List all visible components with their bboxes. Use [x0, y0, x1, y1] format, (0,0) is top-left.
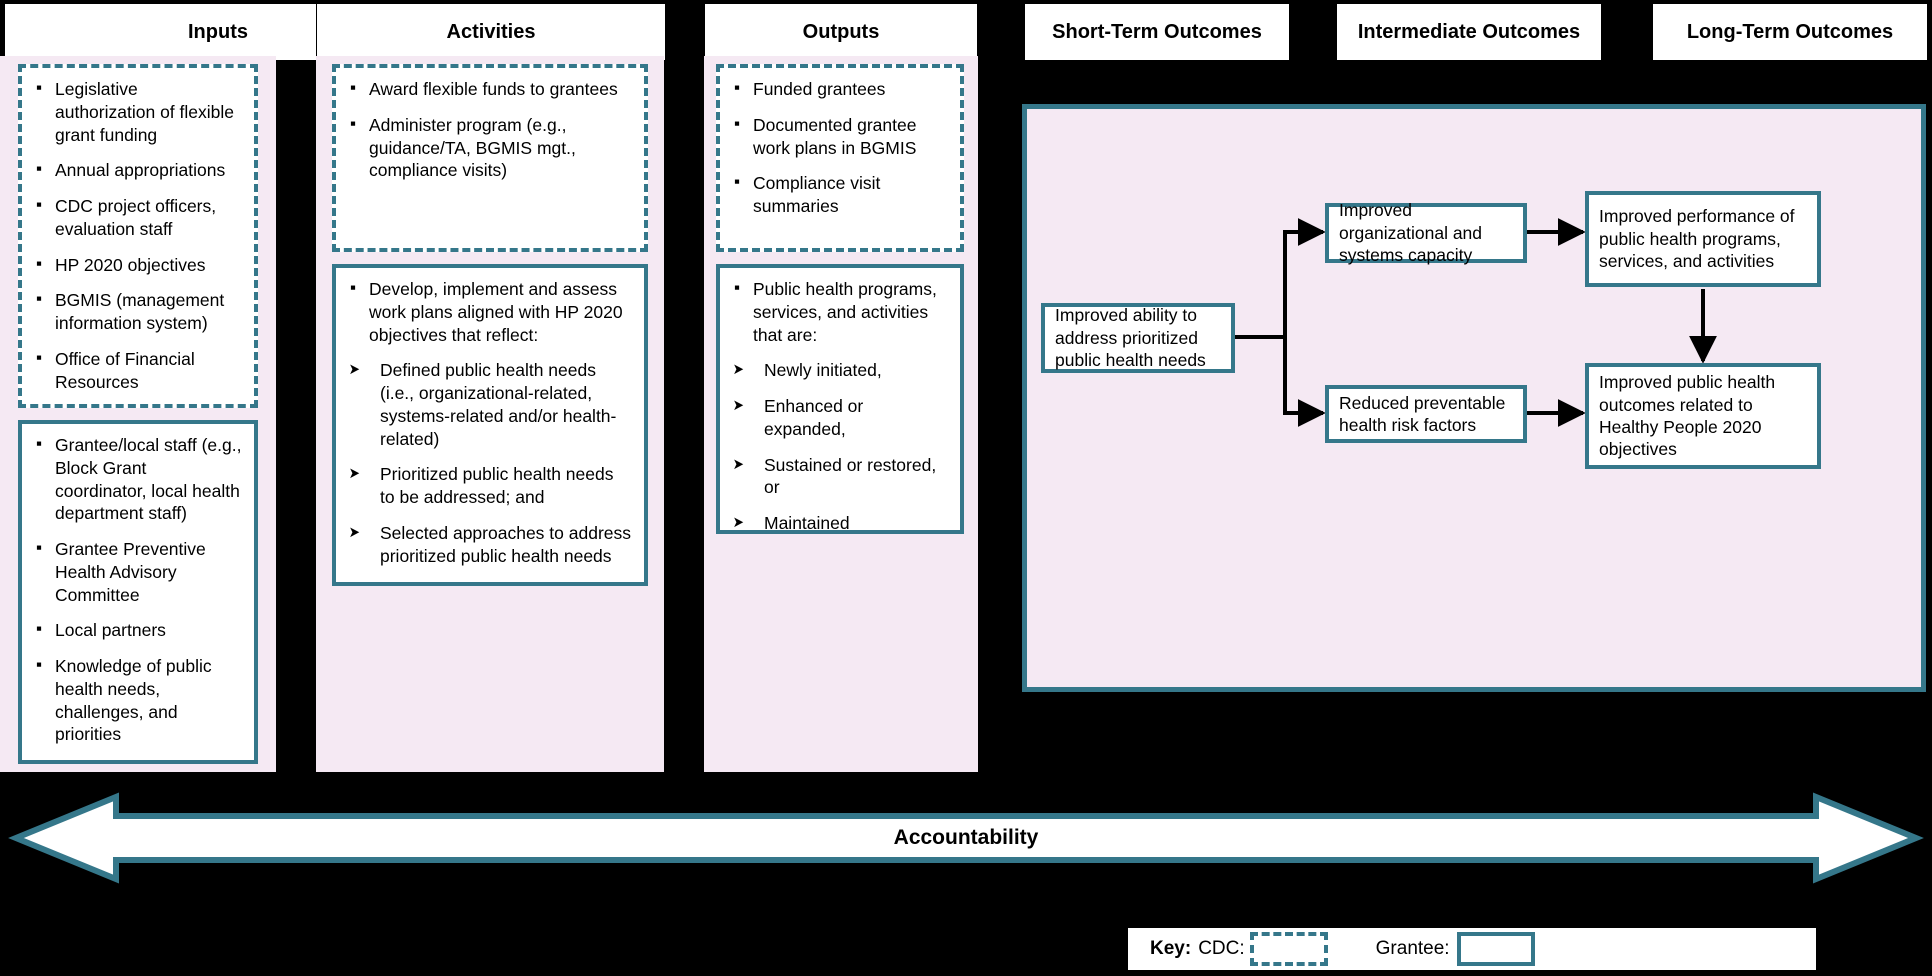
list-item: Selected approaches to address prioritiz…	[346, 522, 632, 568]
outcome-node-reduced-risk-factors-label: Reduced preventable health risk factors	[1339, 392, 1506, 435]
column-panel-inputs: Legislative authorization of flexible gr…	[0, 56, 276, 772]
list-item: BGMIS (management information system)	[32, 288, 242, 335]
outcome-node-reduced-risk-factors[interactable]: Reduced preventable health risk factors	[1325, 385, 1527, 443]
column-header-intermediate-outcomes-label: Intermediate Outcomes	[1357, 20, 1581, 43]
inputs-grantee-box: Grantee/local staff (e.g., Block Grant c…	[18, 420, 258, 764]
accountability-arrow-shape	[8, 792, 1924, 884]
flow-ability-to-reduced-risk	[1283, 337, 1326, 427]
key-cdc-label: CDC:	[1198, 938, 1245, 959]
list-item: Grantee Preventive Health Advisory Commi…	[32, 537, 242, 606]
column-panel-outputs: Funded grantees Documented grantee work …	[704, 56, 978, 772]
outcome-node-improved-performance-label: Improved performance of public health pr…	[1599, 206, 1795, 272]
outcome-node-improved-performance[interactable]: Improved performance of public health pr…	[1585, 191, 1821, 287]
outputs-cdc-box: Funded grantees Documented grantee work …	[716, 64, 964, 252]
list-item: Knowledge of public health needs, challe…	[32, 654, 242, 746]
outputs-grantee-box: Public health programs, services, and ac…	[716, 264, 964, 534]
list-item: CDC project officers, evaluation staff	[32, 194, 242, 241]
inputs-cdc-list: Legislative authorization of flexible gr…	[32, 77, 242, 394]
list-item: Award flexible funds to grantees	[346, 77, 632, 101]
column-header-outputs-label: Outputs	[802, 20, 880, 43]
list-item: Annual appropriations	[32, 158, 242, 182]
column-header-activities: Activities	[316, 3, 666, 61]
list-item: Prioritized public health needs to be ad…	[346, 463, 632, 509]
column-header-long-term-outcomes-label: Long-Term Outcomes	[1686, 20, 1894, 43]
activities-grantee-list: Develop, implement and assess work plans…	[346, 277, 632, 568]
outcome-node-improved-ability-label: Improved ability to address prioritized …	[1055, 305, 1206, 371]
list-item: Compliance visit summaries	[730, 171, 948, 218]
activities-cdc-list: Award flexible funds to grantees Adminis…	[346, 77, 632, 182]
key-grantee-swatch	[1456, 932, 1535, 966]
accountability-arrow: Accountability	[8, 786, 1924, 890]
list-item: Develop, implement and assess work plans…	[346, 277, 632, 346]
activities-cdc-box: Award flexible funds to grantees Adminis…	[332, 64, 648, 252]
key-title: Key:	[1150, 938, 1192, 959]
column-header-intermediate-outcomes: Intermediate Outcomes	[1336, 3, 1602, 61]
inputs-grantee-list: Grantee/local staff (e.g., Block Grant c…	[32, 433, 242, 746]
outcomes-panel: Improved ability to address prioritized …	[1022, 104, 1926, 692]
column-header-short-term-outcomes-label: Short-Term Outcomes	[1052, 20, 1262, 43]
column-header-outputs: Outputs	[704, 3, 978, 61]
list-item: Office of Financial Resources	[32, 347, 242, 394]
column-header-long-term-outcomes: Long-Term Outcomes	[1652, 3, 1928, 61]
list-item: Grantee/local staff (e.g., Block Grant c…	[32, 433, 242, 525]
inputs-cdc-box: Legislative authorization of flexible gr…	[18, 64, 258, 408]
list-item: Defined public health needs (i.e., organ…	[346, 359, 632, 450]
list-item: Enhanced or expanded,	[730, 395, 948, 441]
list-item: Documented grantee work plans in BGMIS	[730, 113, 948, 160]
outcome-node-improved-ph-outcomes-label: Improved public health outcomes related …	[1599, 372, 1776, 460]
outputs-grantee-list: Public health programs, services, and ac…	[730, 277, 948, 535]
activities-grantee-box: Develop, implement and assess work plans…	[332, 264, 648, 586]
outcome-node-improved-ph-outcomes[interactable]: Improved public health outcomes related …	[1585, 363, 1821, 469]
list-item: Funded grantees	[730, 77, 948, 101]
accountability-label: Accountability	[893, 826, 1039, 849]
column-header-short-term-outcomes: Short-Term Outcomes	[1024, 3, 1290, 61]
flow-ability-to-org-capacity	[1235, 218, 1326, 339]
column-header-inputs-label: Inputs	[188, 20, 248, 43]
list-item: Maintained	[730, 512, 948, 535]
list-item: Public health programs, services, and ac…	[730, 277, 948, 346]
outcome-node-improved-org-capacity-label: Improved organizational and systems capa…	[1339, 200, 1483, 266]
list-item: HP 2020 objectives	[32, 253, 242, 277]
key-cdc-swatch	[1249, 932, 1328, 966]
key-legend: Key: CDC: Grantee:	[1128, 928, 1816, 970]
list-item: Administer program (e.g., guidance/TA, B…	[346, 113, 632, 182]
outcome-node-improved-org-capacity[interactable]: Improved organizational and systems capa…	[1325, 200, 1527, 265]
list-item: Legislative authorization of flexible gr…	[32, 77, 242, 146]
outputs-cdc-list: Funded grantees Documented grantee work …	[730, 77, 948, 218]
outcome-node-improved-ability[interactable]: Improved ability to address prioritized …	[1041, 303, 1235, 373]
list-item: Sustained or restored, or	[730, 454, 948, 500]
column-panel-activities: Award flexible funds to grantees Adminis…	[316, 56, 664, 772]
column-header-activities-label: Activities	[446, 20, 536, 43]
key-grantee-label: Grantee:	[1375, 938, 1450, 959]
list-item: Local partners	[32, 618, 242, 642]
list-item: Newly initiated,	[730, 359, 948, 382]
